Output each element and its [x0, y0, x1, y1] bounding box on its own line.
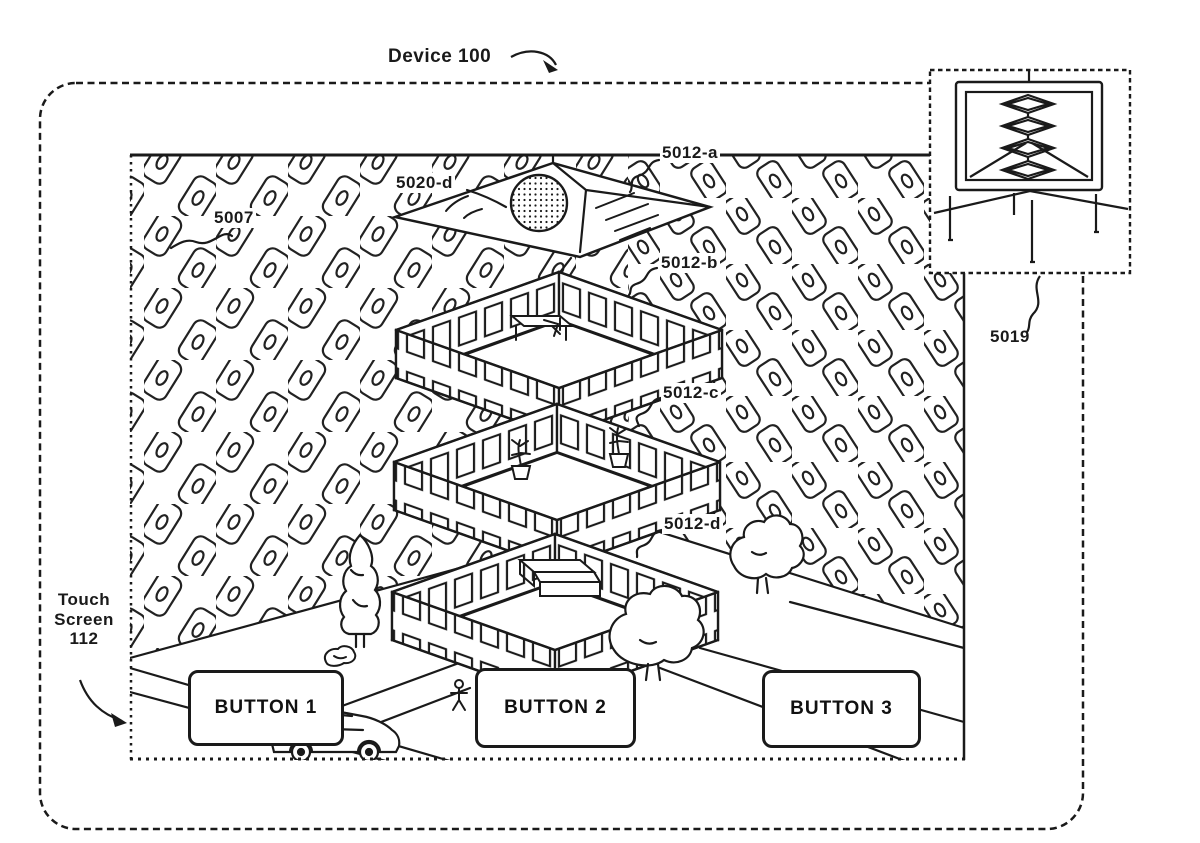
inset-box	[928, 68, 1132, 275]
floor-5012b-furniture	[509, 315, 575, 341]
person-figure	[450, 679, 468, 711]
touch-screen-label: Touch Screen 112	[36, 590, 132, 649]
leader-lines	[169, 158, 664, 559]
device-arrowhead	[543, 60, 558, 73]
touch-screen-arrowhead	[111, 713, 127, 727]
bush-large	[608, 584, 705, 682]
touch-screen-arrow	[78, 679, 123, 723]
device-arrow	[510, 50, 557, 66]
touch-screen[interactable]: BUTTON 1 BUTTON 2 BUTTON 3	[130, 155, 965, 760]
button-1[interactable]: BUTTON 1	[188, 670, 344, 746]
touch-screen-label-line1: Touch	[57, 590, 111, 609]
floor-5012c-furniture	[510, 427, 630, 480]
device-label: Device 100	[388, 46, 492, 67]
inset-stacked-layers	[998, 93, 1058, 181]
ref-5019: 5019	[990, 327, 1030, 346]
ref-5012d: 5012-d	[662, 514, 723, 534]
touch-screen-label-line2: Screen	[54, 609, 114, 629]
leader-5012c	[635, 396, 663, 428]
inset-stand	[933, 189, 1129, 264]
leader-5007	[169, 233, 234, 250]
inset-monitor-screen	[964, 90, 1094, 182]
bush-small	[729, 514, 805, 595]
ref-5007: 5007	[212, 208, 256, 228]
leader-5020d	[465, 188, 508, 209]
floor-5012d-furniture	[517, 559, 602, 597]
leader-5012b	[627, 266, 659, 297]
ref-5020d: 5020-d	[394, 173, 455, 193]
ref-5012a: 5012-a	[660, 143, 720, 163]
ref-5012b: 5012-b	[659, 253, 720, 273]
explode-axis-connectors	[551, 155, 573, 535]
button-3[interactable]: BUTTON 3	[762, 670, 921, 748]
device-frame	[38, 81, 1085, 831]
button-2[interactable]: BUTTON 2	[475, 668, 636, 748]
inset-monitor-frame	[954, 80, 1104, 192]
leader-5012d	[635, 528, 664, 559]
pine-tree	[339, 533, 382, 649]
exterior-annotations	[78, 50, 1041, 727]
inset-5019	[928, 68, 1132, 275]
ref-5012c: 5012-c	[661, 383, 721, 403]
touch-screen-label-line3: 112	[69, 629, 99, 649]
leader-5019	[1026, 275, 1041, 333]
rock-left	[324, 645, 357, 667]
leader-5012a	[628, 158, 661, 194]
skylight-dome-5020d	[509, 173, 569, 233]
